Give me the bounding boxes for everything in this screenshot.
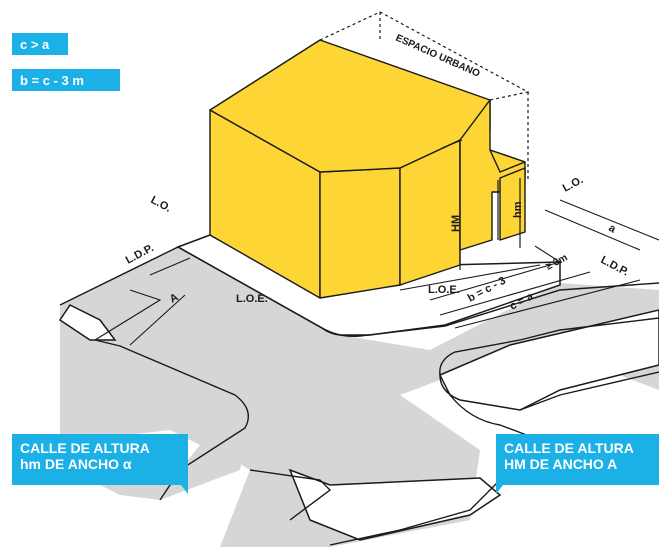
callout-tail: [181, 485, 188, 494]
label-dim-a-lower: a: [607, 222, 619, 236]
formula-badge: b = c - 3 m: [12, 69, 120, 91]
label-ldp-right: L.D.P.: [599, 254, 631, 279]
label-hm-lower: hm: [512, 201, 524, 218]
label-hm-upper: HM: [450, 215, 462, 232]
height-dimensions: [441, 139, 521, 270]
label-lo-left: L.O.: [149, 194, 174, 215]
left-block: [58, 304, 117, 341]
street-edges: [59, 246, 659, 546]
street-label-left-line1: CALLE DE ALTURA: [20, 440, 150, 456]
lot-dimensions: [94, 199, 659, 346]
label-loe-left: L.O.E.: [236, 293, 268, 305]
label-loe-right: L.O.E.: [428, 284, 460, 296]
street-label-right-line2: HM DE ANCHO A: [504, 456, 618, 472]
building: [209, 39, 526, 299]
street-label-left-line2: hm DE ANCHO α: [20, 456, 132, 472]
condition-badge: c > a: [12, 33, 68, 55]
street-label-right-line1: CALLE DE ALTURA: [504, 440, 634, 456]
bottom-right-block: [288, 468, 502, 541]
building-chamfer-face: [319, 167, 401, 299]
right-block: [439, 309, 659, 411]
urban-space-envelope: [319, 11, 530, 180]
street-label-right: CALLE DE ALTURA HM DE ANCHO A: [496, 434, 659, 494]
street-label-left: CALLE DE ALTURA hm DE ANCHO α: [12, 434, 188, 494]
label-lo-right: L.O.: [561, 174, 586, 195]
callout-tail: [496, 485, 503, 494]
